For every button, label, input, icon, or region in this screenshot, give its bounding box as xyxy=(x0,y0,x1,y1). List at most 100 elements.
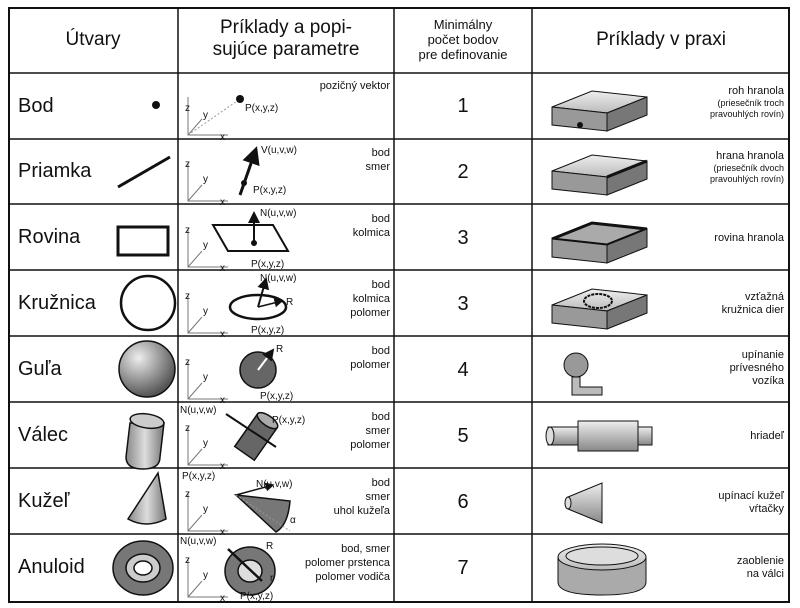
param-line: smer xyxy=(365,491,390,503)
practice-line: kružnica dier xyxy=(721,304,784,316)
param-line: polomer prstenca xyxy=(305,557,390,569)
point-label: P(x,y,z) xyxy=(251,259,285,270)
min-points: 4 xyxy=(457,359,469,381)
point-label: P(x,y,z) xyxy=(260,391,294,402)
axis-y: y xyxy=(203,570,208,581)
row-name: Kružnica xyxy=(18,292,96,314)
min-points: 3 xyxy=(457,227,469,249)
practice-line: roh hranola xyxy=(728,85,784,97)
practice-desc: zaoblenie na válci xyxy=(648,555,784,581)
header-shapes: Útvary xyxy=(65,29,121,50)
row-name: Anuloid xyxy=(18,556,85,578)
min-points: 1 xyxy=(457,95,469,117)
row-name: Rovina xyxy=(18,226,81,248)
row-name: Priamka xyxy=(18,160,92,182)
axis-z: z xyxy=(185,291,190,302)
table-grid xyxy=(8,7,790,603)
practice-line: zaoblenie xyxy=(736,555,784,567)
axis-x: x xyxy=(220,263,225,274)
sphere-icon xyxy=(118,340,176,398)
practice-note: (priesečník troch xyxy=(717,98,784,108)
min-points: 2 xyxy=(457,161,469,183)
practice-note: pravouhlých rovín) xyxy=(709,174,784,184)
shaft-illustration xyxy=(545,420,653,452)
axis-z: z xyxy=(185,159,190,170)
axis-x: x xyxy=(220,197,225,208)
axis-z: z xyxy=(185,357,190,368)
header-practice: Príklady v praxi xyxy=(596,29,726,50)
radius-label: R xyxy=(266,541,274,552)
axis-y: y xyxy=(203,240,208,251)
axis-z: z xyxy=(185,423,190,434)
param-desc: bod smer uhol kužeľa xyxy=(298,476,390,518)
axis-y: y xyxy=(203,438,208,449)
param-desc: bod polomer xyxy=(298,344,390,372)
practice-desc: hrana hranola (priesečník dvoch pravouhl… xyxy=(648,150,784,185)
header-min-line1: Minimálny xyxy=(433,17,493,32)
cylinder-icon xyxy=(125,412,165,470)
axis-y: y xyxy=(203,372,208,383)
trailer-hitch-illustration xyxy=(563,352,603,396)
practice-line: prívesného xyxy=(729,362,784,374)
prism-hole-circle-illustration xyxy=(551,288,648,330)
param-line: polomer xyxy=(350,307,390,319)
min-points: 7 xyxy=(457,557,469,579)
param-line: polomer xyxy=(350,359,390,371)
axis-y: y xyxy=(203,174,208,185)
normal-label: N(u,v,w) xyxy=(260,208,297,219)
param-line: kolmica xyxy=(352,293,390,305)
angle-label: α xyxy=(290,515,296,526)
param-line: smer xyxy=(365,425,390,437)
axis-y: y xyxy=(203,504,208,515)
practice-note: (priesečník dvoch xyxy=(713,163,784,173)
radius-label: R xyxy=(286,297,294,308)
prism-corner-illustration xyxy=(551,90,648,132)
point-label: P(x,y,z) xyxy=(182,471,216,482)
param-line: bod xyxy=(371,279,390,291)
param-line: bod xyxy=(371,213,390,225)
param-line: kolmica xyxy=(352,227,390,239)
param-desc: bod, smer polomer prstenca polomer vodič… xyxy=(290,542,390,584)
normal-label: N(u,v,w) xyxy=(180,536,217,547)
point-icon xyxy=(152,101,160,109)
axis-z: z xyxy=(185,225,190,236)
axis-x: x xyxy=(220,395,225,406)
axis-z: z xyxy=(185,555,190,566)
header-params: Príklady a popi- sujúce parametre xyxy=(178,17,394,61)
header-min-line2: počet bodov xyxy=(427,32,499,47)
axis-x: x xyxy=(220,461,225,472)
row-name: Bod xyxy=(18,95,54,117)
param-line: smer xyxy=(365,161,390,173)
row-name: Guľa xyxy=(18,358,62,380)
circle-icon xyxy=(119,274,177,332)
normal-label: N(u,v,w) xyxy=(260,273,297,284)
param-line: pozičný vektor xyxy=(319,80,390,92)
practice-note: pravouhlých rovín) xyxy=(709,109,784,119)
normal-label: N(u,v,w) xyxy=(256,479,293,490)
practice-line: na válci xyxy=(746,568,784,580)
param-line: bod, smer xyxy=(341,543,390,555)
axis-x: x xyxy=(220,329,225,340)
header-min-points: Minimálny počet bodov pre definovanie xyxy=(394,17,532,62)
row-name: Válec xyxy=(18,424,69,446)
param-line: polomer xyxy=(350,439,390,451)
header-params-line1: Príklady a popi- xyxy=(219,17,352,38)
axis-x: x xyxy=(220,593,225,604)
practice-desc: vzťažná kružnica dier xyxy=(648,291,784,317)
shape-icons xyxy=(112,101,177,596)
param-desc: pozičný vektor xyxy=(298,79,390,93)
practice-desc: rovina hranola xyxy=(648,232,784,245)
torus-icon xyxy=(112,540,174,596)
point-label: P(x,y,z) xyxy=(253,185,287,196)
point-label: P(x,y,z) xyxy=(272,415,306,426)
parameter-diagrams xyxy=(187,95,291,598)
normal-label: N(u,v,w) xyxy=(180,405,217,416)
row-name: Kužeľ xyxy=(18,490,70,512)
header-min-line3: pre definovanie xyxy=(418,47,508,62)
practice-line: hriadeľ xyxy=(750,430,784,442)
point-label: P(x,y,z) xyxy=(245,103,279,114)
param-line: bod xyxy=(371,411,390,423)
min-points: 5 xyxy=(457,425,469,447)
vector-label: V(u,v,w) xyxy=(261,145,297,156)
param-desc: bod kolmica polomer xyxy=(298,278,390,320)
